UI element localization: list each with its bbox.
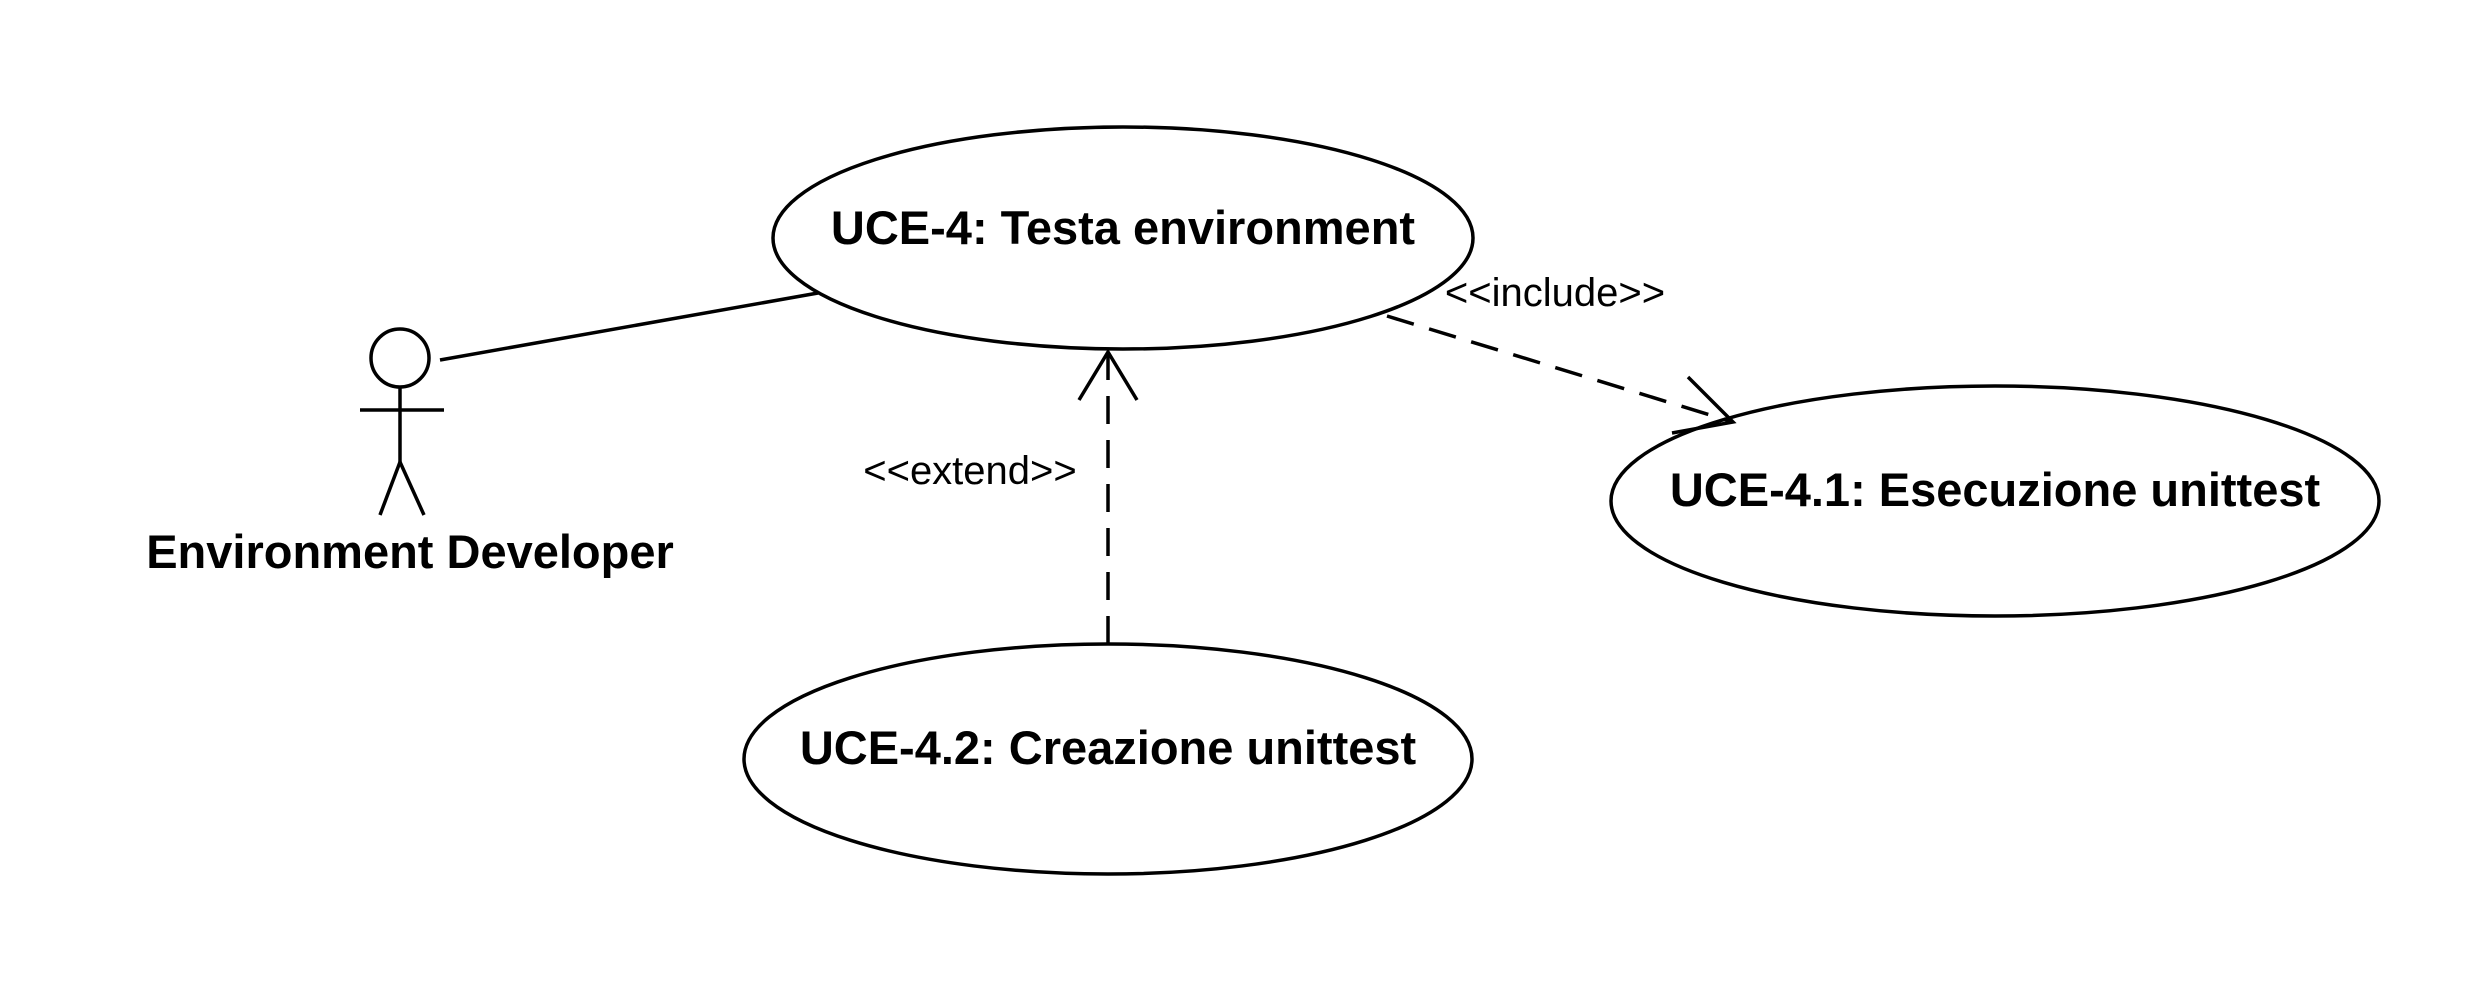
use-case-label-execution: UCE-4.1: Esecuzione unittest <box>1670 463 2321 516</box>
use-case-ellipse-main <box>771 125 1475 351</box>
actor-left-leg <box>378 461 402 516</box>
use-case-testa-environment[interactable]: UCE-4: Testa environment <box>771 125 1475 351</box>
use-case-ellipse-execution <box>1609 384 2381 618</box>
actor-label: Environment Developer <box>146 525 674 578</box>
use-case-creazione-unittest[interactable]: UCE-4.2: Creazione unittest <box>742 642 1474 876</box>
use-case-esecuzione-unittest[interactable]: UCE-4.1: Esecuzione unittest <box>1609 384 2381 618</box>
include-stereotype-label: <<include>> <box>1445 271 1665 315</box>
include-arrowhead <box>1671 375 1737 435</box>
actor-right-leg <box>398 461 426 516</box>
use-case-label-creation: UCE-4.2: Creazione unittest <box>800 721 1417 774</box>
include-dashed-line <box>1386 314 1734 424</box>
actor-association-line <box>439 291 819 362</box>
actor-head <box>369 327 431 389</box>
actor-environment-developer[interactable] <box>360 327 444 516</box>
use-case-label-main: UCE-4: Testa environment <box>831 201 1415 254</box>
extend-arrowhead <box>1077 348 1139 401</box>
extend-relationship <box>1077 348 1139 644</box>
include-relationship <box>1386 314 1737 435</box>
extend-stereotype-label: <<extend>> <box>863 449 1077 493</box>
